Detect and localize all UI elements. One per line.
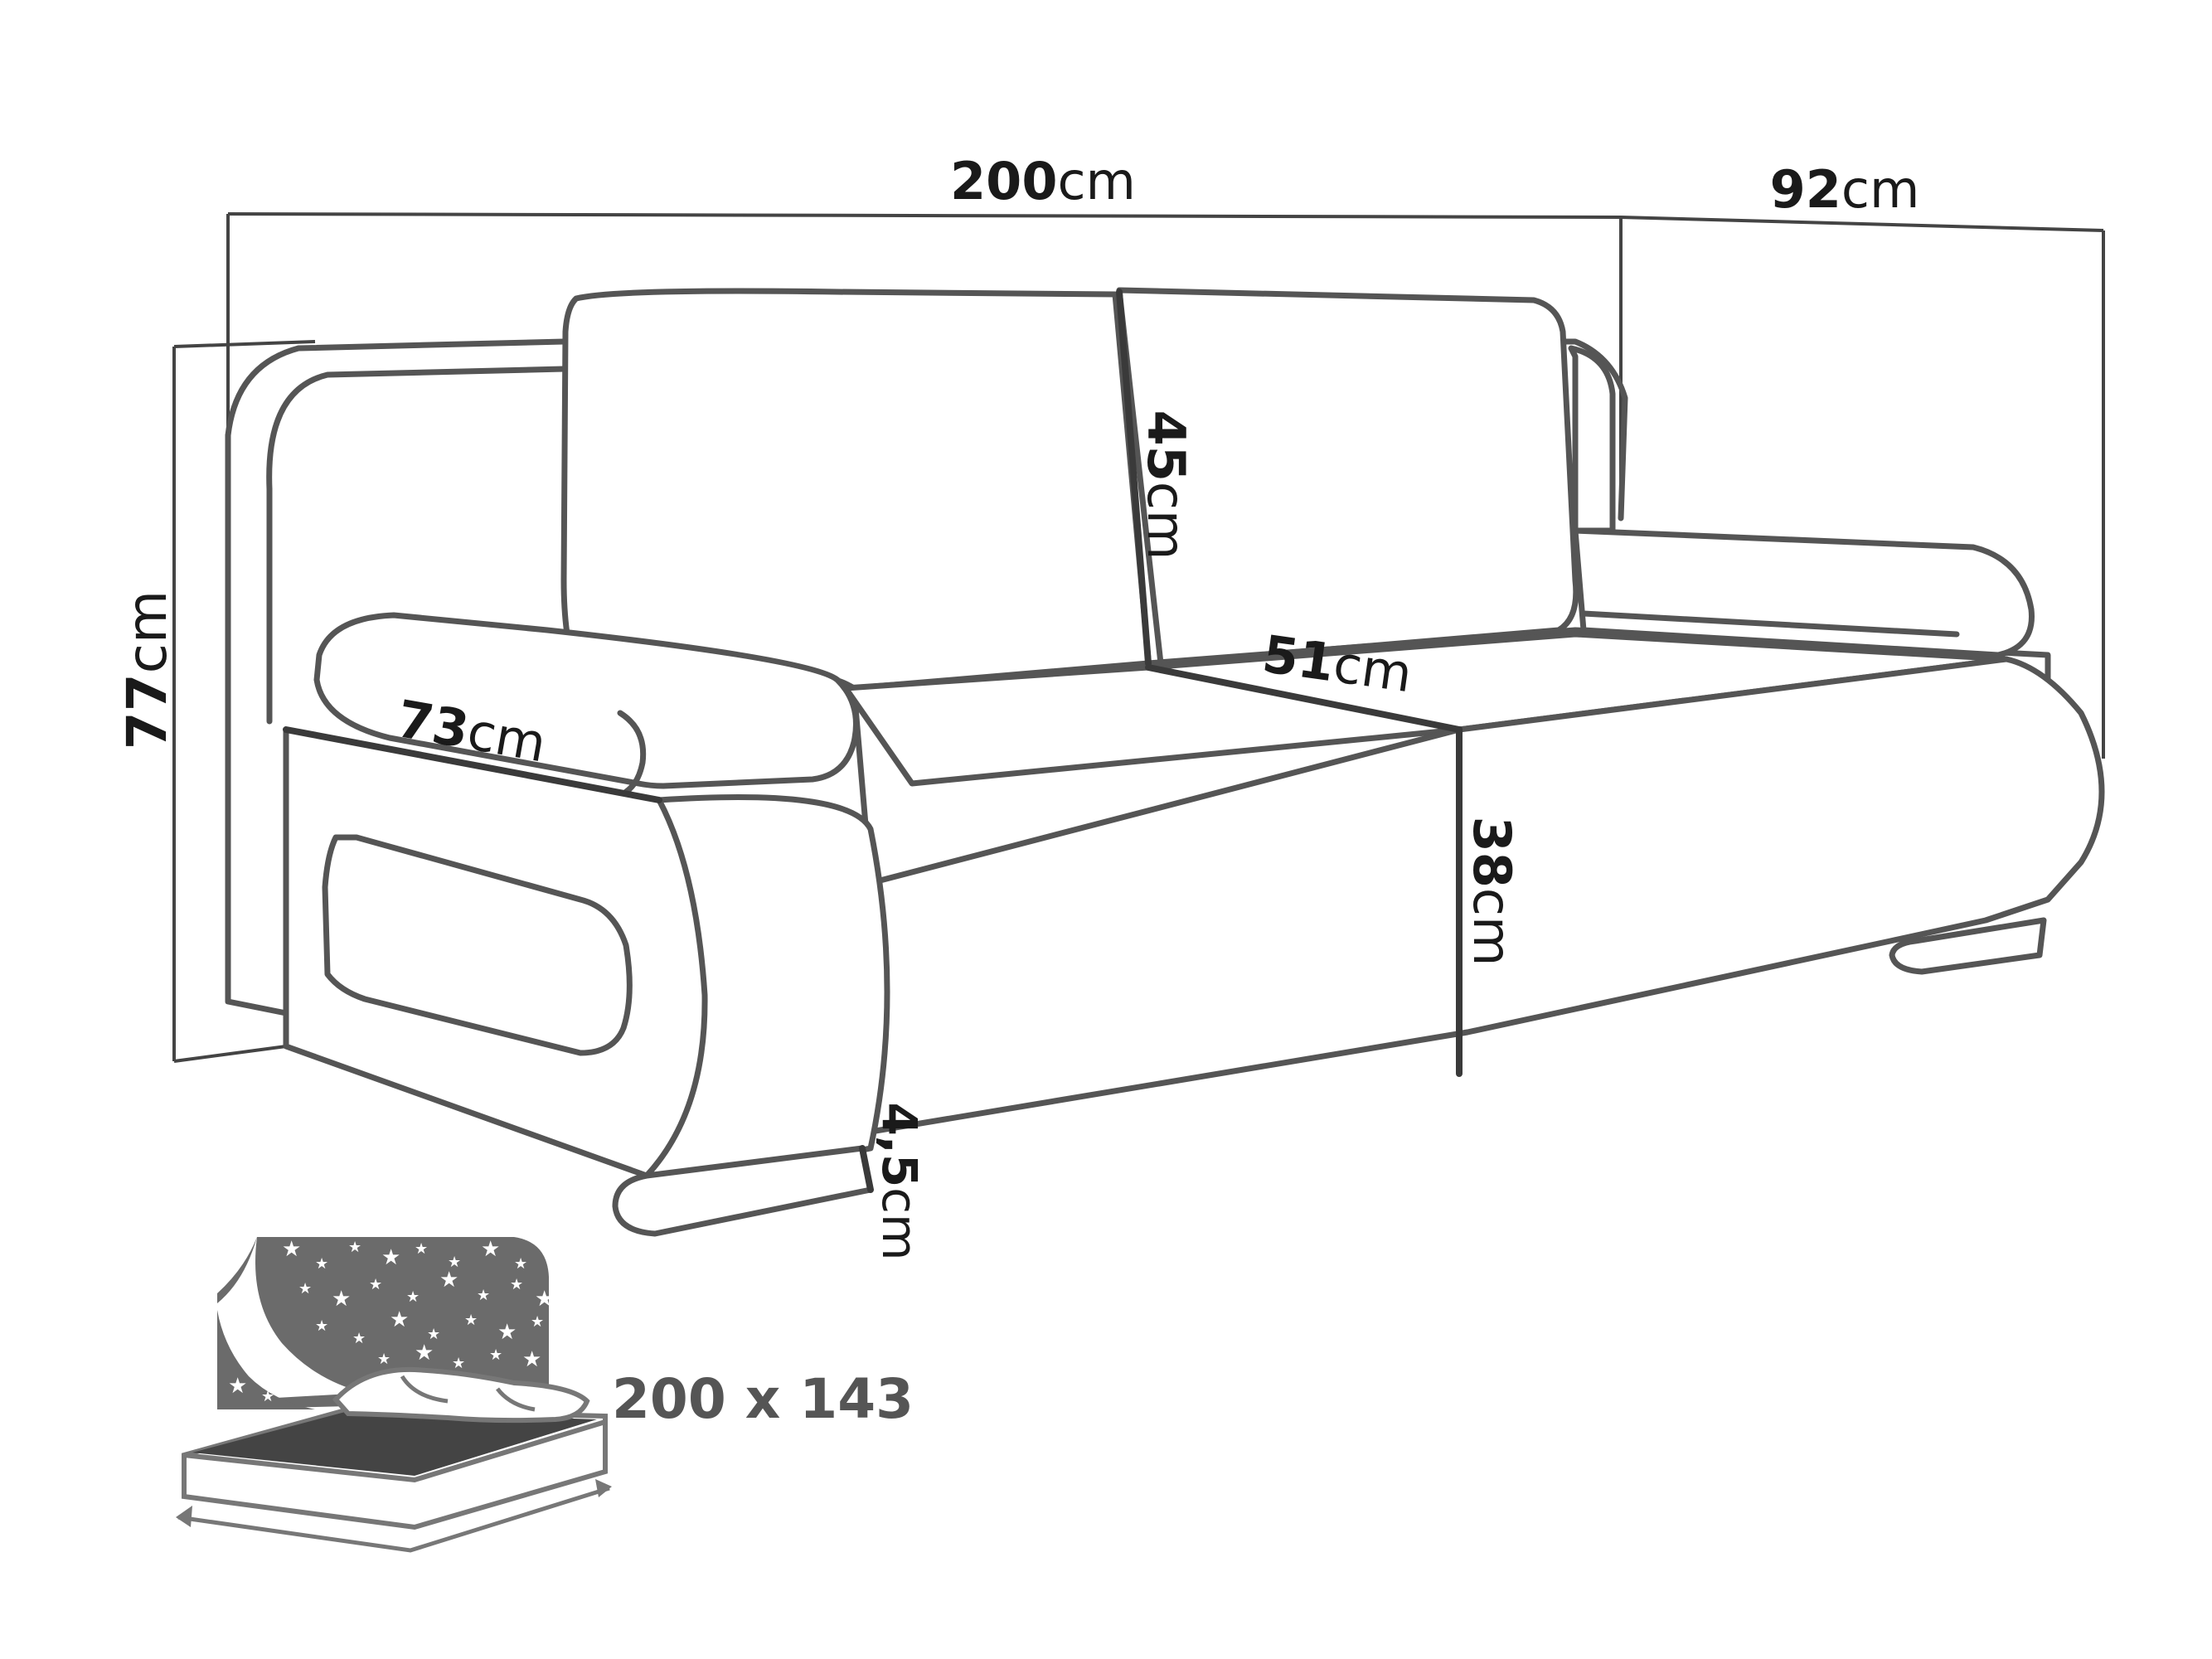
star-icon: ★ <box>228 1374 247 1399</box>
star-icon: ★ <box>477 1287 490 1304</box>
star-icon: ★ <box>522 1347 541 1372</box>
star-icon: ★ <box>261 1388 274 1405</box>
dim-armrest-label: 73cm <box>392 688 551 774</box>
star-icon: ★ <box>439 1268 458 1293</box>
star-icon: ★ <box>427 1326 440 1343</box>
dimension-frame <box>172 212 2105 1063</box>
star-icon: ★ <box>332 1287 351 1312</box>
star-icon: ★ <box>348 1239 361 1256</box>
star-icon: ★ <box>282 1237 301 1262</box>
star-icon: ★ <box>481 1237 500 1262</box>
star-icon: ★ <box>315 1255 328 1273</box>
star-icon: ★ <box>406 1288 420 1306</box>
star-field: ★★★★★★★★★★★★★★★★★★★★★★★★★★★★★★★★ <box>228 1237 554 1405</box>
star-icon: ★ <box>240 1334 254 1351</box>
star-icon: ★ <box>415 1341 434 1366</box>
star-icon: ★ <box>448 1254 461 1271</box>
star-icon: ★ <box>531 1313 544 1331</box>
bed-icon: ★★★★★★★★★★★★★★★★★★★★★★★★★★★★★★★★ <box>176 1237 612 1553</box>
dim-height-label: 77cm <box>115 590 179 749</box>
star-icon: ★ <box>377 1351 390 1368</box>
star-icon: ★ <box>497 1320 517 1345</box>
star-icon: ★ <box>452 1355 465 1372</box>
dim-backrest-label: 45cm <box>1136 410 1196 560</box>
star-icon: ★ <box>514 1255 527 1273</box>
star-icon: ★ <box>464 1312 478 1329</box>
star-icon: ★ <box>390 1307 409 1332</box>
dim-width-label: 200cm <box>950 151 1136 211</box>
star-icon: ★ <box>315 1317 328 1335</box>
star-icon: ★ <box>381 1245 400 1270</box>
star-icon: ★ <box>510 1276 523 1293</box>
dim-leg-height-label: 4,5cm <box>871 1102 928 1260</box>
star-icon: ★ <box>369 1276 382 1293</box>
measurement-lines <box>283 289 1463 1193</box>
star-icon: ★ <box>249 1363 262 1380</box>
star-icon: ★ <box>535 1287 554 1312</box>
star-icon: ★ <box>415 1240 428 1258</box>
dim-depth-label: 92cm <box>1770 159 1920 220</box>
dim-seat-depth-label: 51cm <box>1259 623 1415 704</box>
star-icon: ★ <box>489 1346 502 1364</box>
star-icon: ★ <box>352 1330 366 1347</box>
dim-seat-height-label: 38cm <box>1462 817 1522 967</box>
star-icon: ★ <box>298 1280 312 1298</box>
bed-size-label: 200 x 143 <box>612 1367 914 1431</box>
sofa-drawing <box>225 287 2105 1237</box>
